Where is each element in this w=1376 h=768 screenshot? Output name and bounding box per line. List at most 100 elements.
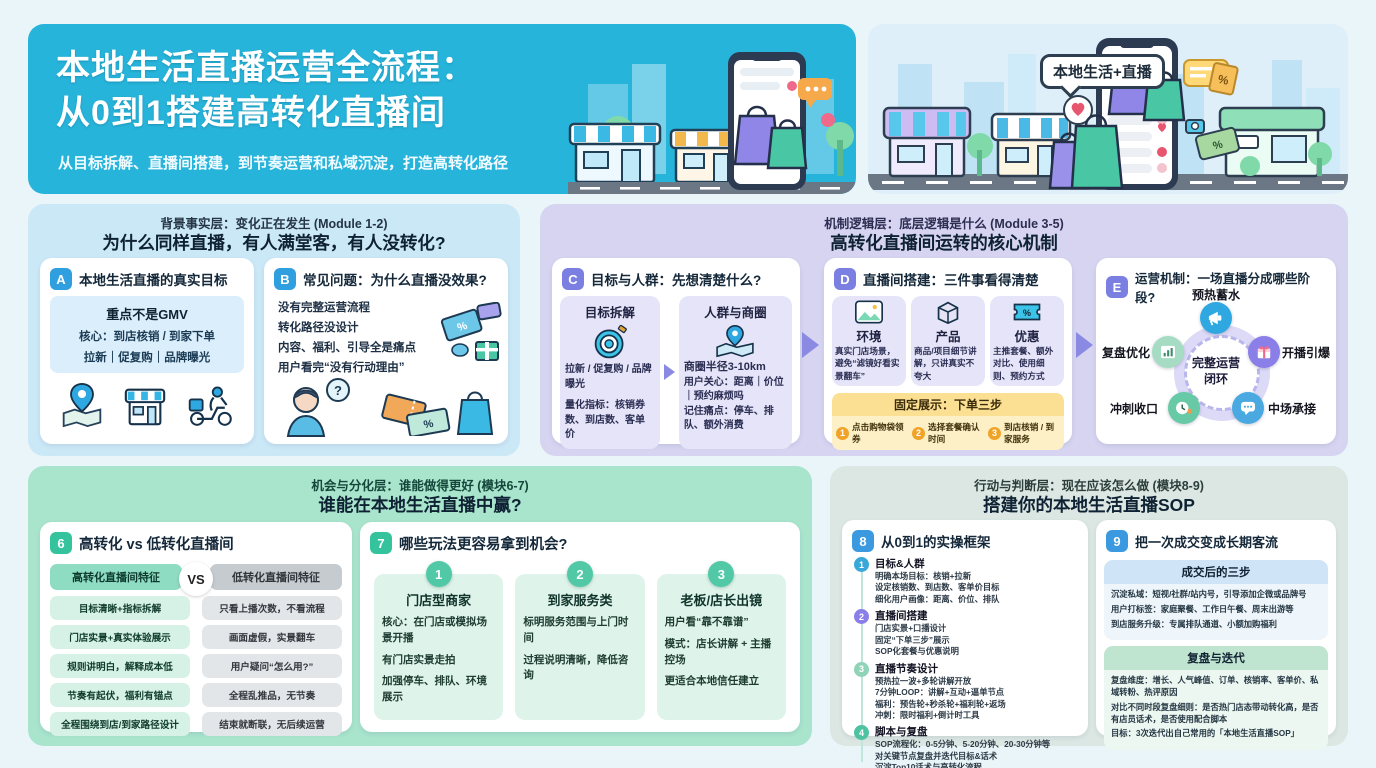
setup-item-desc: 商品/项目细节讲解，只讲真实不夸大 — [914, 346, 977, 381]
problem-item: 转化路径没设计 — [278, 322, 359, 335]
audience-line-3: 记住痛点：停车、排队、额外消费 — [683, 405, 774, 432]
tree-icon — [967, 133, 993, 159]
card-a-highlight: 重点不是GMV — [106, 307, 188, 322]
coupon-icon: % — [1194, 126, 1240, 161]
cycle-center-line-2: 闭环 — [1203, 371, 1228, 386]
setup-item-environment: 环境 真实门店场景，避免“滤镜好看实景翻车” — [832, 296, 906, 387]
setup-item-discount: % 优惠 主推套餐、额外对比、使用细则、预约方式 — [990, 296, 1064, 387]
cycle-center-line-1: 完整运营 — [1191, 356, 1240, 370]
sop-line: 明确本场目标：核销+拉新 — [875, 571, 972, 581]
coupon-icon: % — [1208, 62, 1239, 96]
card-9-title: 把一次成交变成长期客流 — [1135, 534, 1279, 550]
high-conversion-header: 高转化直播间特征 — [50, 564, 182, 590]
play-title: 门店型商家 — [406, 593, 472, 608]
store-icon — [124, 388, 166, 426]
setup-item-title: 环境 — [856, 330, 882, 344]
audience-line-1: 商圈半径3-10km — [683, 361, 766, 373]
sop-steps-list: 1 目标&人群 明确本场目标：核销+拉新 设定核销数、到店数、客单价目标 细化用… — [842, 554, 1088, 768]
low-conversion-header: 低转化直播间特征 — [210, 564, 342, 590]
low-trait: 只看上播次数，不看流程 — [202, 596, 342, 620]
after-deal-box: 成交后的三步 沉淀私域：短视/社群/站内号，引导添加企微或品牌号 用户打标签：家… — [1104, 560, 1328, 641]
play-line: 过程说明清晰，降低咨询 — [523, 653, 629, 682]
setup-item-desc: 真实门店场景，避免“滤镜好看实景翻车” — [835, 346, 900, 381]
fixed-display-bar: 固定展示：下单三步 1 点击购物袋领券 2 选择套餐确认时间 3 到店核销 / … — [832, 393, 1064, 451]
sop-step: 2 直播间搭建 门店实景+口播设计 固定“下单三步”展示 SOP化套餐与优惠说明 — [854, 608, 1080, 657]
after-deal-title: 成交后的三步 — [1104, 560, 1328, 584]
play-home-service: 2 到家服务类 标明服务范围与上门时间 过程说明清晰，降低咨询 — [515, 561, 645, 720]
steps-title: 固定展示：下单三步 — [832, 393, 1064, 417]
comparison-row: 门店实景+真实体验展示 画面虚假，实景翻车 — [50, 625, 342, 649]
clock-flame-icon — [1168, 392, 1200, 424]
panel-core-mechanism: 机制逻辑层：底层逻辑是什么 (Module 3-5) 高转化直播间运转的核心机制… — [540, 204, 1348, 456]
target-icon — [594, 325, 627, 359]
setup-item-desc: 主推套餐、额外对比、使用细则、预约方式 — [993, 346, 1054, 381]
storefront-icon — [568, 122, 662, 184]
setup-item-product: 产品 商品/项目细节讲解，只讲真实不夸大 — [911, 296, 985, 387]
play-line: 加强停车、排队、环境展示 — [382, 675, 487, 703]
play-title: 到家服务类 — [547, 593, 613, 608]
low-trait: 用户疑问“怎么用?” — [202, 654, 342, 678]
review-box-title: 复盘与迭代 — [1104, 646, 1328, 671]
comparison-row: 规则讲明白，解释成本低 用户疑问“怎么用?” — [50, 654, 342, 678]
badge-8: 8 — [852, 530, 874, 552]
camera-icon — [1185, 119, 1205, 134]
heart-icon — [821, 113, 835, 127]
operation-cycle-diagram: 完整运营 闭环 预热蓄水 开播引爆 中场承接 冲刺收口 — [1096, 288, 1336, 440]
card-goals-audience: C 目标与人群：先想清楚什么? 目标拆解 拉新 / 促复购 / 品牌曝光 量化指… — [552, 258, 800, 449]
thinking-person-icon: ? — [286, 378, 350, 437]
sop-step: 4 脚本与复盘 SOP流程化：0-5分钟、5-20分钟、20-30分钟等 对关键… — [854, 724, 1080, 768]
storefront-icon — [882, 106, 972, 178]
panel-background-facts: 背景事实层：变化正在发生 (Module 1-2) 为什么同样直播，有人满堂客，… — [28, 204, 520, 456]
card-c-title: 目标与人群：先想清楚什么? — [591, 273, 762, 288]
problem-item: 内容、福利、引导全是痛点 — [278, 342, 416, 355]
high-trait: 门店实景+真实体验展示 — [50, 625, 190, 649]
page-title: 本地生活直播运营全流程： 从0到1搭建高转化直播间 — [56, 46, 476, 136]
arrow-right-icon — [663, 364, 675, 381]
shopping-bag-icon — [733, 105, 808, 170]
card-7-title: 哪些玩法更容易拿到机会? — [399, 536, 568, 553]
order-step: 3 到店核销 / 到家服务 — [988, 421, 1060, 445]
after-deal-line: 用户打标签：家庭聚餐、工作日午餐、周末出游等 — [1111, 603, 1294, 614]
chart-icon — [1152, 336, 1184, 368]
card-sop-framework: 8 从0到1的实操框架 1 目标&人群 明确本场目标：核销+拉新 设定核销数、到… — [842, 520, 1088, 768]
chat-bubble-icon — [1232, 392, 1264, 424]
card-high-vs-low: 6 高转化 vs 低转化直播间 高转化直播间特征 低转化直播间特征 VS 目标清… — [40, 522, 352, 736]
review-line: 复盘维度：增长、人气峰值、订单、核销率、客单价、私域转粉、热评原因 — [1111, 675, 1319, 698]
after-deal-line: 到店服务升级：专属排队通道、小额加购福利 — [1111, 618, 1277, 629]
panel-headline: 为什么同样直播，有人满堂客，有人没转化? — [102, 233, 446, 253]
card-b-title: 常见问题：为什么直播没效果? — [303, 273, 487, 288]
review-iterate-box: 复盘与迭代 复盘维度：增长、人气峰值、订单、核销率、客单价、私域转粉、热评原因 … — [1104, 646, 1328, 751]
card-common-problems: B 常见问题：为什么直播没效果? 没有完整运营流程 转化路径没设计 内容、福利、… — [264, 258, 508, 444]
svg-text:%: % — [1023, 308, 1031, 318]
panel-kicker: 机制逻辑层：底层逻辑是什么 (Module 3-5) — [824, 217, 1064, 231]
vs-label: VS — [179, 562, 213, 596]
card-e-title: 运营机制：一场直播分成哪些阶段? — [1135, 272, 1311, 305]
comparison-table: 高转化直播间特征 低转化直播间特征 VS 目标清晰+指标拆解 只看上播次数，不看… — [50, 562, 342, 736]
high-trait: 节奏有起伏，福利有锚点 — [50, 683, 190, 707]
step-number: 2 — [912, 426, 925, 440]
sop-line: 预热拉一波+多轮讲解开放 — [875, 675, 972, 686]
sop-line: 福利：预告轮+秒杀轮+福利轮+返场 — [875, 698, 1006, 709]
card-b-problem-list: 没有完整运营流程 转化路径没设计 内容、福利、引导全是痛点 用户看完“没有行动理… — [264, 294, 508, 379]
sop-line: SOP化套餐与优惠说明 — [875, 646, 959, 657]
panel-opportunity: 机会与分化层：谁能做得更好 (模块6-7) 谁能在本地生活直播中赢? 6 高转化… — [28, 466, 812, 746]
badge-e: E — [1106, 276, 1128, 298]
storefront-icon — [1218, 106, 1332, 178]
badge-c: C — [562, 268, 584, 290]
goal-box-title: 目标拆解 — [584, 306, 635, 320]
card-a-line-1: 核心：到店核销 / 到家下单 — [78, 331, 216, 343]
badge-6: 6 — [50, 532, 72, 554]
after-deal-line: 沉淀私域：短视/社群/站内号，引导添加企微或品牌号 — [1111, 589, 1307, 599]
photo-icon — [855, 300, 883, 324]
panel-kicker: 行动与判断层：现在应该怎么做 (模块8-9) — [974, 479, 1204, 493]
audience-line-2: 用户关心：距离｜价位｜预约麻烦吗 — [683, 376, 784, 403]
play-store-merchant: 1 门店型商家 核心：在门店或模拟场景开播 有门店实景走拍 加强停车、排队、环境… — [374, 561, 504, 720]
badge-d: D — [834, 268, 856, 290]
panel-headline: 谁能在本地生活直播中赢? — [318, 495, 522, 515]
goal-box-line-1: 拉新 / 促复购 / 品牌曝光 — [565, 364, 652, 390]
review-line: 目标：3次迭代出自己常用的「本地生活直播SOP」 — [1111, 728, 1300, 739]
step-label: 到店核销 / 到家服务 — [1004, 422, 1055, 445]
play-line: 更适合本地信任建立 — [664, 675, 760, 688]
tickets-bag-icons: % — [381, 391, 494, 436]
